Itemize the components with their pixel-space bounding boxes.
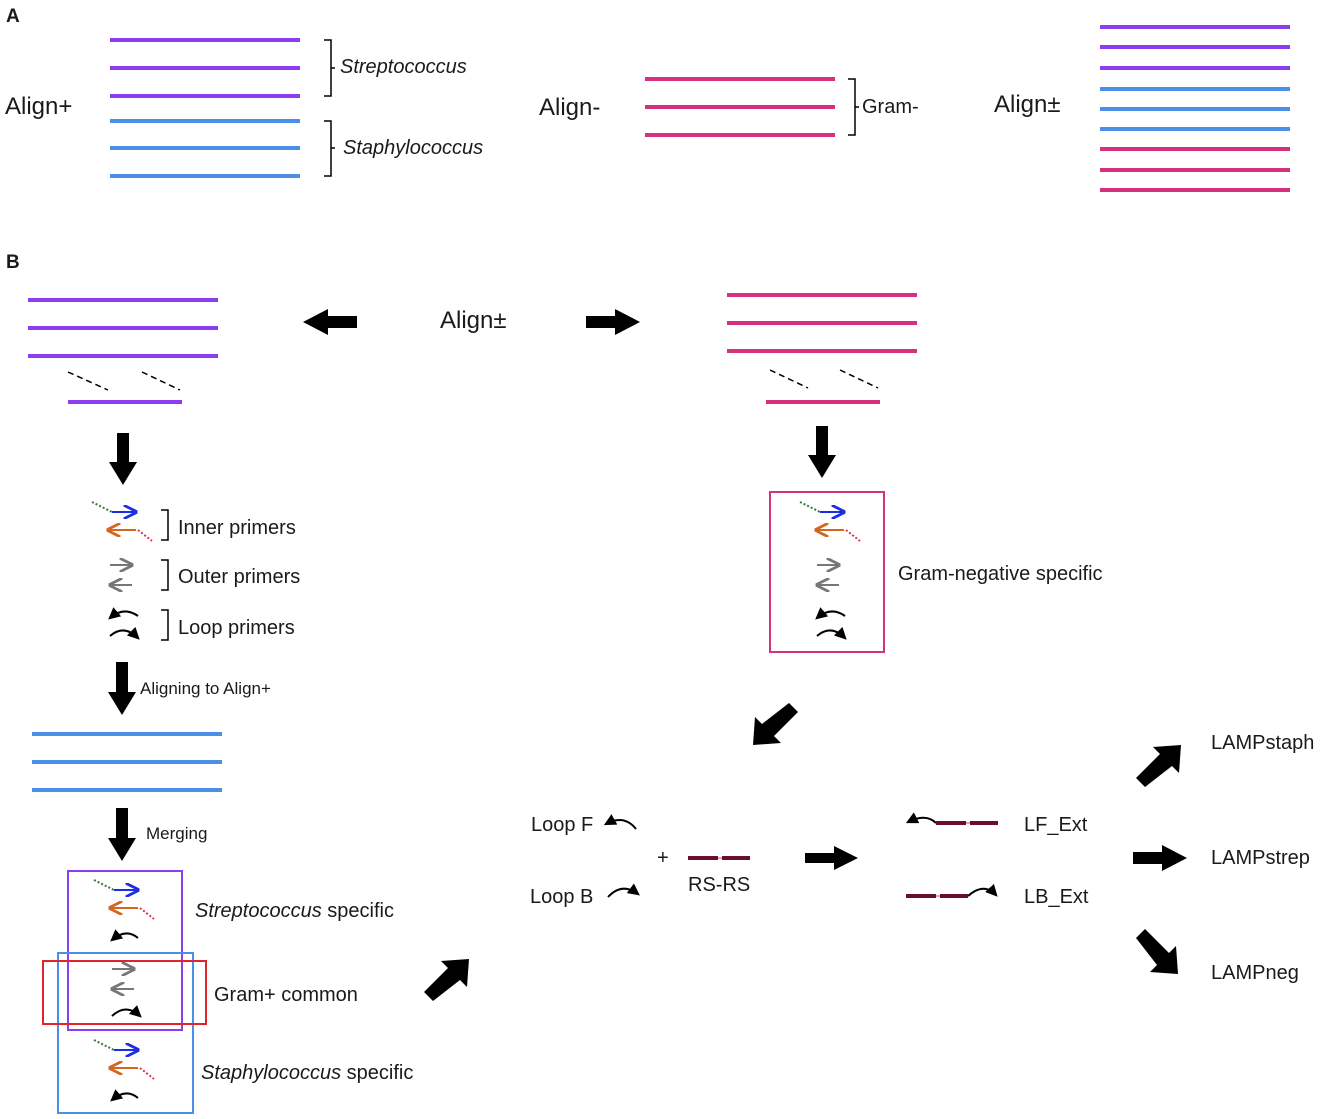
inner-bracket (161, 509, 169, 541)
loop-f-label: Loop F (531, 814, 594, 836)
gram-plus-common-box (42, 960, 207, 1025)
arrow-to-ext (805, 846, 858, 870)
lamp-strep-label: LAMPstrep (1211, 847, 1310, 869)
outer-bracket (161, 559, 169, 591)
merging-label: Merging (146, 824, 208, 843)
loop-primers-icon (110, 611, 138, 638)
inner-primers-label: Inner primers (178, 517, 296, 539)
lamp-staph-label: LAMPstaph (1211, 732, 1315, 754)
streptococcus-label: Streptococcus (340, 56, 467, 78)
common-outer-primers-icon (112, 969, 134, 989)
lamp-neg-label: LAMPneg (1211, 962, 1299, 984)
outer-primers-icon (110, 565, 132, 585)
gram-neg-label: Gram- (862, 96, 919, 118)
strep-box (67, 870, 183, 1031)
gram-neg-specific-label: Gram-negative specific (898, 563, 1103, 585)
neg-outer-primers-icon (817, 565, 839, 585)
align-plus-label: Align+ (5, 93, 73, 120)
strep-specific-label: Streptococcus specific (195, 901, 394, 921)
loop-b-label: Loop B (530, 886, 594, 908)
align-minus-label: Align- (539, 94, 601, 121)
staph-inner-primers-icon (94, 1040, 154, 1079)
plus-sign: + (657, 847, 669, 869)
outer-primers-label: Outer primers (178, 566, 301, 588)
staph-loop-icon (110, 1089, 139, 1102)
purple-subset-lines (28, 298, 218, 404)
staph-specific-suffix: specific (341, 1062, 414, 1084)
align-plus-lines (110, 38, 300, 178)
strep-inner-primers-icon (94, 880, 154, 919)
gram-neg-bracket (848, 78, 859, 136)
gram-neg-box (769, 491, 885, 653)
staphylococcus-label: Staphylococcus (343, 137, 484, 159)
staph-bracket (324, 120, 335, 177)
inner-primers-icon (92, 502, 152, 541)
arrow-down-3 (108, 808, 136, 861)
aligning-label: Aligning to Align+ (140, 679, 271, 698)
strep-loop-icon (110, 929, 139, 942)
panel-a-label: A (6, 6, 20, 27)
align-pm-label-b: Align± (440, 307, 507, 334)
arrow-to-neg (1136, 929, 1178, 974)
lb-ext-label: LB_Ext (1024, 886, 1089, 908)
neg-inner-primers-icon (800, 502, 860, 541)
gram-plus-common-label: Gram+ common (214, 984, 358, 1006)
arrow-right-to-magenta (586, 309, 640, 335)
loop-bracket (161, 609, 169, 641)
strep-bracket (324, 39, 335, 97)
arrow-diag-neg (753, 703, 798, 745)
loop-f-icon (603, 814, 637, 830)
loop-primers-label: Loop primers (178, 617, 295, 639)
strep-specific-name: Streptococcus (195, 900, 322, 922)
arrow-down-1 (109, 433, 137, 485)
align-pm-lines (1100, 25, 1290, 192)
staph-specific-label: Staphylococcus specific (201, 1063, 413, 1083)
arrow-down-2 (108, 662, 136, 715)
lf-ext-icon (905, 812, 998, 825)
loop-b-icon (607, 883, 640, 898)
lf-ext-label: LF_Ext (1024, 814, 1088, 836)
magenta-subset-lines (727, 293, 917, 404)
align-pm-label-a: Align± (994, 91, 1061, 118)
common-loop-icon (111, 1005, 142, 1018)
align-minus-lines (645, 77, 835, 137)
staph-box (57, 952, 194, 1114)
arrow-diag-common (424, 959, 469, 1001)
lb-ext-icon (906, 883, 998, 898)
arrow-left-to-purple (303, 309, 357, 335)
neg-loop-primers-icon (817, 611, 845, 638)
arrow-down-4 (808, 426, 836, 478)
strep-specific-suffix: specific (321, 900, 394, 922)
arrow-to-staph (1136, 745, 1181, 787)
blue-align-lines (32, 732, 222, 792)
panel-b-label: B (6, 252, 20, 273)
arrow-to-strep (1133, 845, 1187, 871)
rs-rs-label: RS-RS (688, 874, 751, 896)
staph-specific-name: Staphylococcus (201, 1062, 342, 1084)
